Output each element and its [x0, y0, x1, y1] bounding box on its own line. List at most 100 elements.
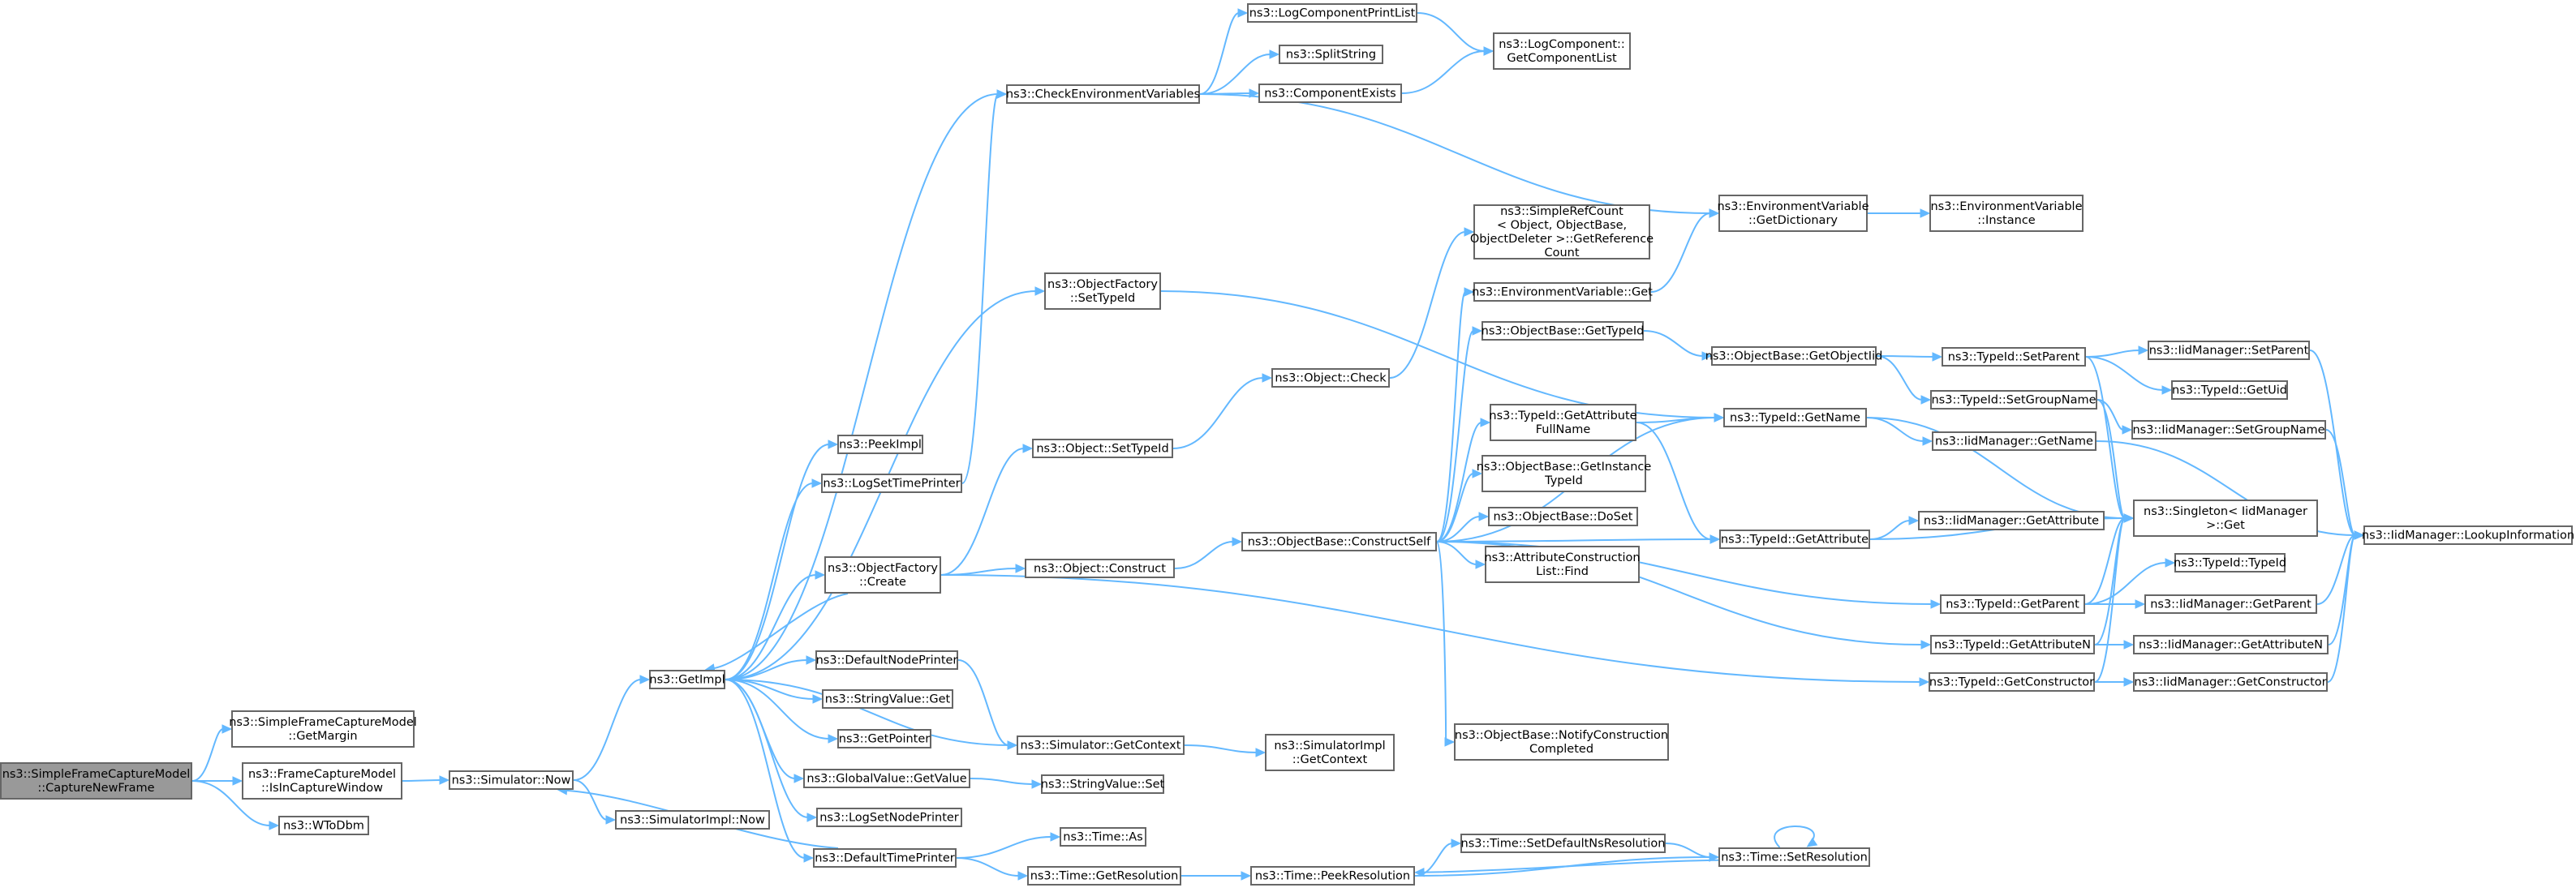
node-log-component-get-list[interactable]: ns3::LogComponent::GetComponentList	[1493, 32, 1631, 70]
edge-type-id-get-parent-to-iid-get-parent	[2085, 599, 2146, 609]
node-sim-now[interactable]: ns3::Simulator::Now	[449, 770, 574, 790]
node-label: ns3::Simulator::GetContext	[1021, 739, 1181, 752]
node-construct-self[interactable]: ns3::ObjectBase::ConstructSelf	[1241, 532, 1437, 551]
edge-root-to-get-margin	[191, 724, 233, 782]
node-simple-ref-count[interactable]: ns3::SimpleRefCount< Object, ObjectBase,…	[1470, 204, 1654, 259]
edge-line	[2094, 517, 2126, 683]
node-type-id-type-id[interactable]: ns3::TypeId::TypeId	[2174, 553, 2286, 573]
node-split-string[interactable]: ns3::SplitString	[1279, 45, 1383, 64]
node-box	[1719, 530, 1870, 549]
edge-line	[191, 780, 271, 826]
edge-line	[1436, 541, 1477, 565]
node-type-id-get-constructor[interactable]: ns3::TypeId::GetConstructor	[1929, 672, 2095, 692]
node-get-margin[interactable]: ns3::SimpleFrameCaptureModel::GetMargin	[229, 710, 417, 748]
node-box	[1017, 735, 1185, 755]
node-root[interactable]: ns3::SimpleFrameCaptureModel::CaptureNew…	[0, 762, 192, 800]
node-time-as[interactable]: ns3::Time::As	[1060, 827, 1146, 847]
node-singleton-get[interactable]: ns3::Singleton< IidManager>::Get	[2133, 500, 2318, 537]
node-default-time-printer[interactable]: ns3::DefaultTimePrinter	[813, 848, 957, 868]
node-object-set-type-id[interactable]: ns3::Object::SetTypeId	[1032, 439, 1173, 458]
node-is-in-capture[interactable]: ns3::FrameCaptureModel::IsInCaptureWindo…	[242, 762, 402, 800]
node-time-set-default-ns-resolution[interactable]: ns3::Time::SetDefaultNsResolution	[1460, 834, 1666, 853]
arrow-head-icon	[1255, 748, 1266, 757]
node-label: ns3::TypeId::GetConstructor	[1929, 675, 2094, 688]
node-obj-base-get-object-iid[interactable]: ns3::ObjectBase::GetObjectIid	[1705, 346, 1883, 366]
node-label: ns3::WToDbm	[283, 819, 364, 832]
node-label: ns3::Object::Construct	[1034, 562, 1166, 575]
node-obj-factory-create[interactable]: ns3::ObjectFactory::Create	[824, 556, 941, 594]
node-string-value-set[interactable]: ns3::StringValue::Set	[1041, 774, 1165, 794]
node-box	[1247, 3, 1417, 23]
arrow-head-icon	[806, 655, 817, 665]
node-object-construct[interactable]: ns3::Object::Construct	[1025, 559, 1175, 578]
arrow-head-icon	[1475, 560, 1486, 569]
node-type-id-get-attribute-n[interactable]: ns3::TypeId::GetAttributeN	[1930, 635, 2095, 654]
node-obj-base-do-set[interactable]: ns3::ObjectBase::DoSet	[1488, 507, 1638, 526]
edge-type-id-set-parent-to-type-id-get-uid	[2085, 356, 2173, 395]
edge-line	[1866, 417, 1924, 442]
node-sim-impl-get-context[interactable]: ns3::SimulatorImpl::GetContext	[1265, 734, 1395, 771]
node-label: ns3::DefaultNodePrinter	[816, 654, 958, 667]
node-check-env[interactable]: ns3::CheckEnvironmentVariables	[1006, 84, 1200, 104]
node-box	[1942, 347, 2086, 367]
node-time-peek-resolution[interactable]: ns3::Time::PeekResolution	[1250, 866, 1415, 886]
edge-time-set-default-ns-resolution-to-time-set-resolution	[1665, 843, 1720, 862]
node-notify-construction-completed[interactable]: ns3::ObjectBase::NotifyConstructionCompl…	[1454, 723, 1669, 761]
node-log-set-time-printer[interactable]: ns3::LogSetTimePrinter	[821, 474, 962, 493]
node-type-id-set-parent[interactable]: ns3::TypeId::SetParent	[1942, 347, 2086, 367]
node-iid-get-attribute-n[interactable]: ns3::IidManager::GetAttributeN	[2133, 635, 2329, 654]
node-iid-get-name[interactable]: ns3::IidManager::GetName	[1932, 431, 2096, 451]
node-iid-set-parent[interactable]: ns3::IidManager::SetParent	[2148, 341, 2310, 360]
node-w-to-dbm[interactable]: ns3::WToDbm	[278, 816, 369, 835]
node-sim-impl-now[interactable]: ns3::SimulatorImpl::Now	[615, 810, 770, 830]
node-type-id-get-name[interactable]: ns3::TypeId::GetName	[1723, 408, 1867, 427]
node-label: ::Create	[859, 576, 906, 589]
node-time-set-resolution[interactable]: ns3::Time::SetResolution	[1718, 847, 1870, 867]
edge-type-id-get-attribute-to-iid-get-attribute	[1869, 516, 1920, 540]
node-box	[1454, 723, 1669, 761]
arrow-head-icon	[1050, 832, 1061, 842]
node-time-get-resolution[interactable]: ns3::Time::GetResolution	[1027, 866, 1181, 886]
node-env-var-instance[interactable]: ns3::EnvironmentVariable::Instance	[1929, 195, 2084, 232]
node-env-var-get-dictionary[interactable]: ns3::EnvironmentVariable::GetDictionary	[1717, 195, 1869, 232]
edge-type-id-get-constructor-to-iid-get-constructor	[2094, 677, 2135, 687]
node-box	[1723, 408, 1867, 427]
node-log-component-print-list[interactable]: ns3::LogComponentPrintList	[1247, 3, 1417, 23]
node-type-id-get-attribute[interactable]: ns3::TypeId::GetAttribute	[1719, 530, 1870, 549]
node-obj-factory-set-type-id[interactable]: ns3::ObjectFactory::SetTypeId	[1044, 272, 1161, 310]
node-label: ns3::LogComponent::	[1499, 38, 1625, 51]
node-sim-get-context[interactable]: ns3::Simulator::GetContext	[1017, 735, 1185, 755]
node-string-value-get[interactable]: ns3::StringValue::Get	[822, 689, 953, 709]
edge-default-time-printer-to-time-as	[956, 832, 1061, 859]
node-type-id-get-uid[interactable]: ns3::TypeId::GetUid	[2171, 380, 2288, 400]
node-peek-impl[interactable]: ns3::PeekImpl	[837, 435, 923, 454]
edge-obj-factory-create-to-type-id-get-constructor	[940, 574, 1930, 687]
node-iid-get-parent[interactable]: ns3::IidManager::GetParent	[2144, 594, 2317, 614]
node-global-value-get-value[interactable]: ns3::GlobalValue::GetValue	[803, 769, 970, 788]
node-log-set-node-printer[interactable]: ns3::LogSetNodePrinter	[816, 808, 962, 827]
arrow-head-icon	[1714, 413, 1725, 422]
node-get-pointer[interactable]: ns3::GetPointer	[837, 729, 931, 748]
node-box	[1044, 272, 1161, 310]
node-object-check[interactable]: ns3::Object::Check	[1271, 368, 1390, 388]
node-iid-get-attribute[interactable]: ns3::IidManager::GetAttribute	[1918, 511, 2105, 530]
node-type-id-set-group-name[interactable]: ns3::TypeId::SetGroupName	[1930, 390, 2097, 410]
edge-line	[1174, 541, 1234, 569]
arrow-head-icon	[1472, 326, 1483, 336]
node-iid-set-group-name[interactable]: ns3::IidManager::SetGroupName	[2131, 420, 2326, 440]
node-iid-lookup-information[interactable]: ns3::IidManager::LookupInformation	[2362, 525, 2574, 545]
node-component-exists[interactable]: ns3::ComponentExists	[1258, 84, 1402, 103]
edges-layer	[191, 8, 2365, 881]
node-default-node-printer[interactable]: ns3::DefaultNodePrinter	[815, 650, 958, 670]
node-type-id-get-parent[interactable]: ns3::TypeId::GetParent	[1940, 594, 2085, 614]
node-obj-base-get-type-id[interactable]: ns3::ObjectBase::GetTypeId	[1482, 321, 1645, 341]
node-box	[1718, 195, 1868, 232]
node-env-var-get[interactable]: ns3::EnvironmentVariable::Get	[1472, 282, 1653, 302]
node-label: ns3::StringValue::Set	[1041, 778, 1165, 791]
edge-line	[1436, 330, 1474, 542]
node-iid-get-constructor[interactable]: ns3::IidManager::GetConstructor	[2133, 672, 2328, 692]
node-get-impl[interactable]: ns3::GetImpl	[649, 670, 725, 689]
